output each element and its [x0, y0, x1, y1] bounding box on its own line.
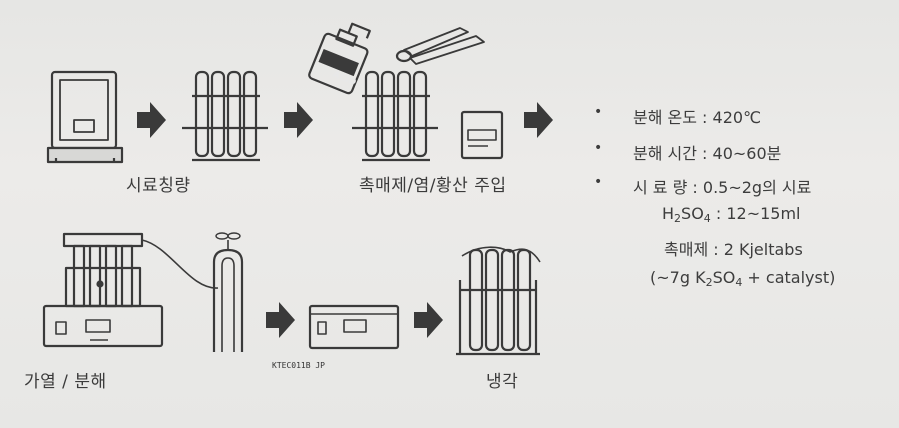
bullet: • [594, 174, 603, 190]
tube-rack-icon [352, 70, 438, 162]
arrow-icon [284, 102, 313, 138]
catalyst-amount: 촉매제 : 2 Kjeltabs [664, 240, 803, 259]
arrow-icon [137, 102, 166, 138]
balance-icon [46, 70, 124, 164]
arrow-icon [266, 302, 295, 338]
catalyst-box-icon [460, 110, 504, 160]
step-weighing-label: 시료칭량 [126, 176, 191, 196]
cooling-rack-icon [456, 246, 541, 356]
bullet: • [594, 140, 603, 156]
step-injection-label: 촉매제/염/황산 주입 [359, 176, 507, 196]
step-cooling-label: 냉각 [486, 372, 519, 392]
digester-icon [42, 232, 219, 348]
catalyst-composition: (~7g K2SO4 + catalyst) [650, 268, 836, 289]
acid-bottle-icon [308, 22, 371, 95]
controller-icon [308, 304, 400, 350]
tube-rack-icon [182, 70, 268, 162]
scrubber-icon [212, 232, 244, 352]
arrow-icon [414, 302, 443, 338]
arrow-icon [524, 102, 553, 138]
condition-temperature: 분해 온도 : 420℃ [633, 108, 762, 127]
condition-time: 분해 시간 : 40~60분 [633, 144, 782, 163]
acid-volume: H2SO4 : 12~15ml [662, 204, 801, 225]
device-label: KTEC011B JP [272, 361, 325, 370]
step-heating-label: 가열 / 분해 [24, 372, 107, 392]
tongs-icon [395, 27, 485, 65]
condition-sample: 시 료 량 : 0.5~2g의 시료 [633, 178, 812, 197]
bullet: • [594, 104, 603, 120]
